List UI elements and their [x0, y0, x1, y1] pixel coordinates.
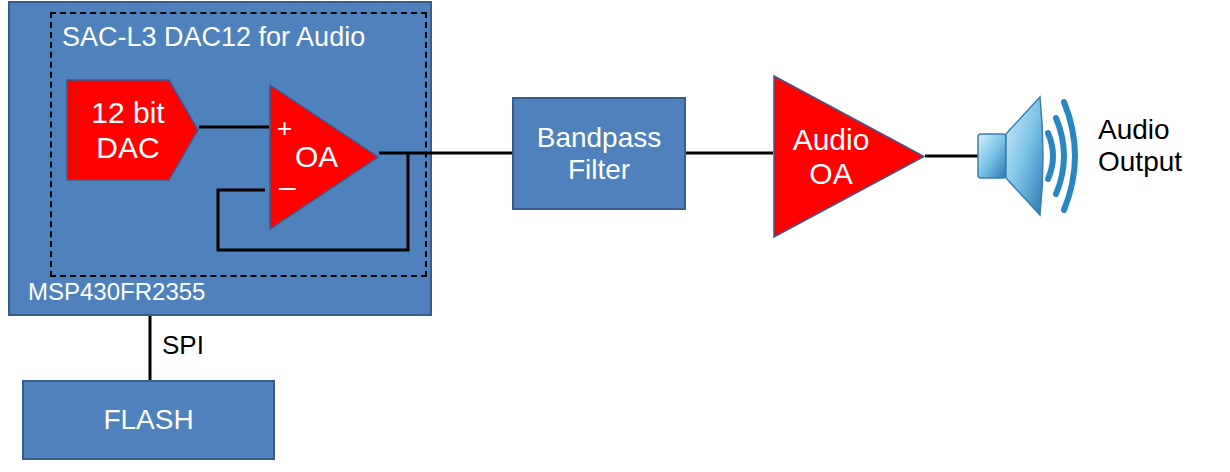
- signal-wire: [379, 152, 512, 155]
- signal-wire: [686, 152, 773, 155]
- feedback-wire: [218, 153, 408, 250]
- node-text: OA: [295, 140, 338, 175]
- filter-box: Bandpass Filter: [512, 97, 686, 210]
- opamp-triangle: +OA–: [269, 84, 379, 230]
- bus-label: SPI: [162, 331, 204, 361]
- node-label: Bandpass Filter: [514, 121, 684, 185]
- node-label: 12 bit DAC: [72, 96, 184, 165]
- node-label: +: [277, 114, 292, 144]
- audio-amp-triangle: Audio OA: [773, 75, 925, 238]
- node-text: –: [279, 170, 296, 205]
- flash-box: FLASH: [22, 380, 275, 460]
- output-label: Audio Output: [1098, 114, 1223, 178]
- node-label: SAC-L3 DAC12 for Audio: [62, 22, 365, 53]
- node-label: MSP430FR2355: [28, 278, 205, 306]
- peripheral-group: SAC-L3 DAC12 for Audio 12 bit DAC +OA–: [50, 12, 427, 277]
- signal-wire: [149, 316, 152, 380]
- node-label: Audio OA: [781, 122, 881, 191]
- node-label: FLASH: [24, 404, 273, 436]
- output-wire: [925, 155, 978, 158]
- signal-wire: [199, 126, 269, 129]
- microcontroller-box: MSP430FR2355 SAC-L3 DAC12 for Audio 12 bit…: [8, 1, 432, 316]
- dac-block: 12 bit DAC: [66, 79, 199, 181]
- speaker-icon: [978, 97, 1075, 215]
